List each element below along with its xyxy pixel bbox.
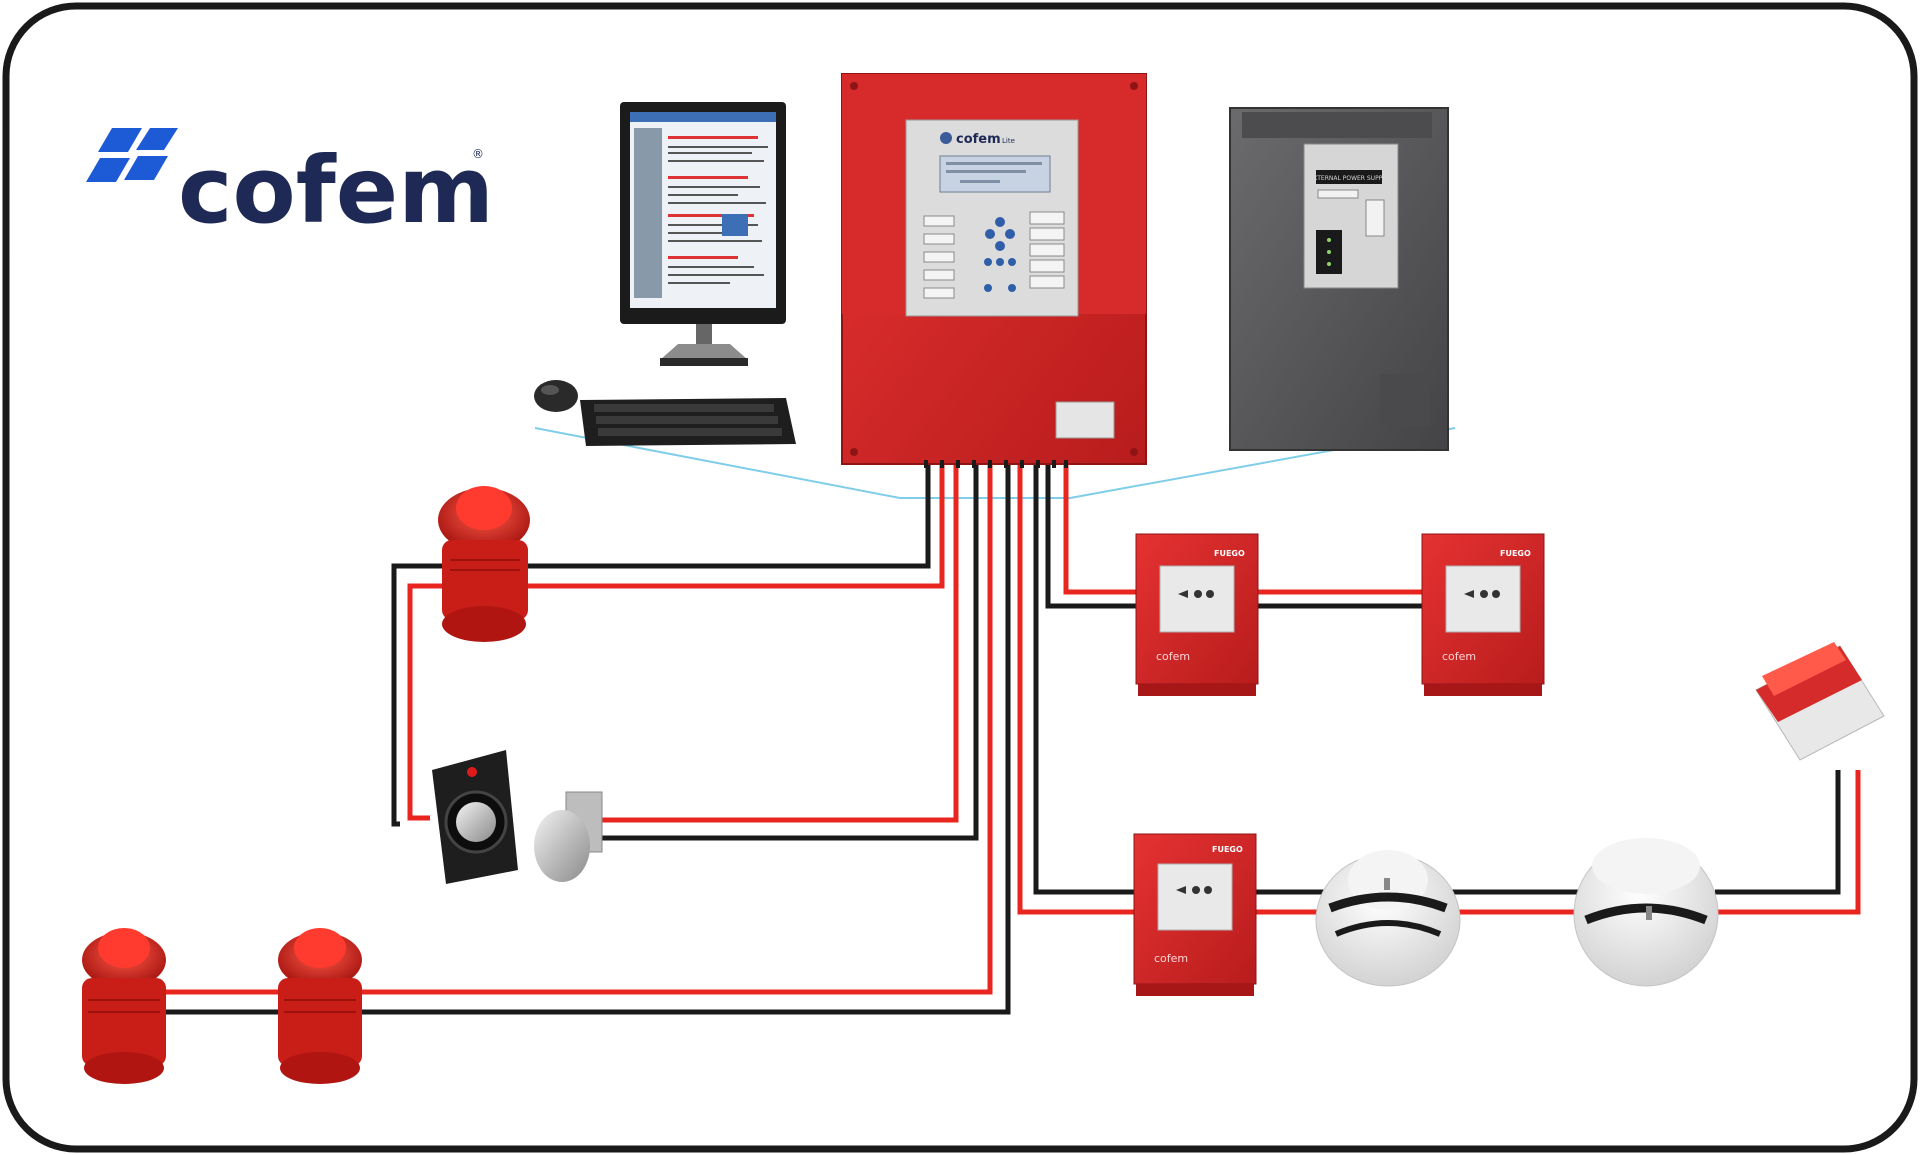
door-holder-armature [534, 791, 603, 882]
external-power-supply: EXTERNAL POWER SUPPLY [1229, 107, 1449, 451]
wire-red [407, 462, 945, 821]
wire-black [391, 462, 931, 827]
wire-black [1715, 770, 1841, 895]
computer-workstation [534, 102, 796, 446]
panel-brand-badge [940, 132, 952, 144]
call-point-label: FUEGO [1212, 845, 1243, 854]
call-point-brand: cofem [1156, 650, 1190, 663]
panel-label-plate [1055, 401, 1115, 439]
call-point-label: FUEGO [1214, 549, 1245, 558]
wire-red [160, 462, 993, 995]
panel-left-keys [923, 215, 955, 299]
mouse-icon [534, 380, 578, 412]
monitor [620, 102, 786, 366]
panel-model-suffix: Lite [1002, 137, 1015, 145]
panel-right-keys [1029, 211, 1065, 289]
logo-registered-mark: ® [472, 147, 484, 161]
door-holder-magnet [432, 750, 518, 884]
call-point-brand: cofem [1154, 952, 1188, 965]
call-point-brand: cofem [1442, 650, 1476, 663]
cofem-logo: cofem ® [86, 128, 494, 244]
wire-black [160, 462, 1011, 1015]
panel-nav-keys [984, 217, 1016, 292]
smoke-detector-1 [1315, 850, 1461, 987]
logo-mark-icon [86, 128, 178, 182]
manual-call-point-2: FUEGO cofem [1421, 533, 1545, 696]
strobe-beacon [1755, 642, 1885, 761]
manual-call-point-1: FUEGO cofem [1135, 533, 1259, 696]
wire-red [600, 462, 959, 823]
wire-red [1715, 770, 1861, 915]
wiring [160, 462, 1861, 1015]
siren-top-left [438, 486, 530, 642]
wire-black [1045, 462, 1430, 609]
panel-brand-label: cofem [956, 132, 1001, 147]
fire-control-panel: cofem Lite [841, 73, 1147, 468]
logo-wordmark: cofem [178, 137, 494, 244]
manual-call-point-3: FUEGO cofem [1133, 833, 1257, 996]
wire-black [600, 462, 979, 841]
keyboard [580, 398, 796, 446]
call-point-label: FUEGO [1500, 549, 1531, 558]
siren-bottom-left-1 [82, 928, 166, 1084]
panel-lcd [939, 155, 1051, 193]
power-supply-display: EXTERNAL POWER SUPPLY [1309, 175, 1388, 182]
smoke-detector-2 [1573, 838, 1719, 987]
wire-red [1063, 462, 1430, 595]
siren-bottom-left-2 [278, 928, 362, 1084]
